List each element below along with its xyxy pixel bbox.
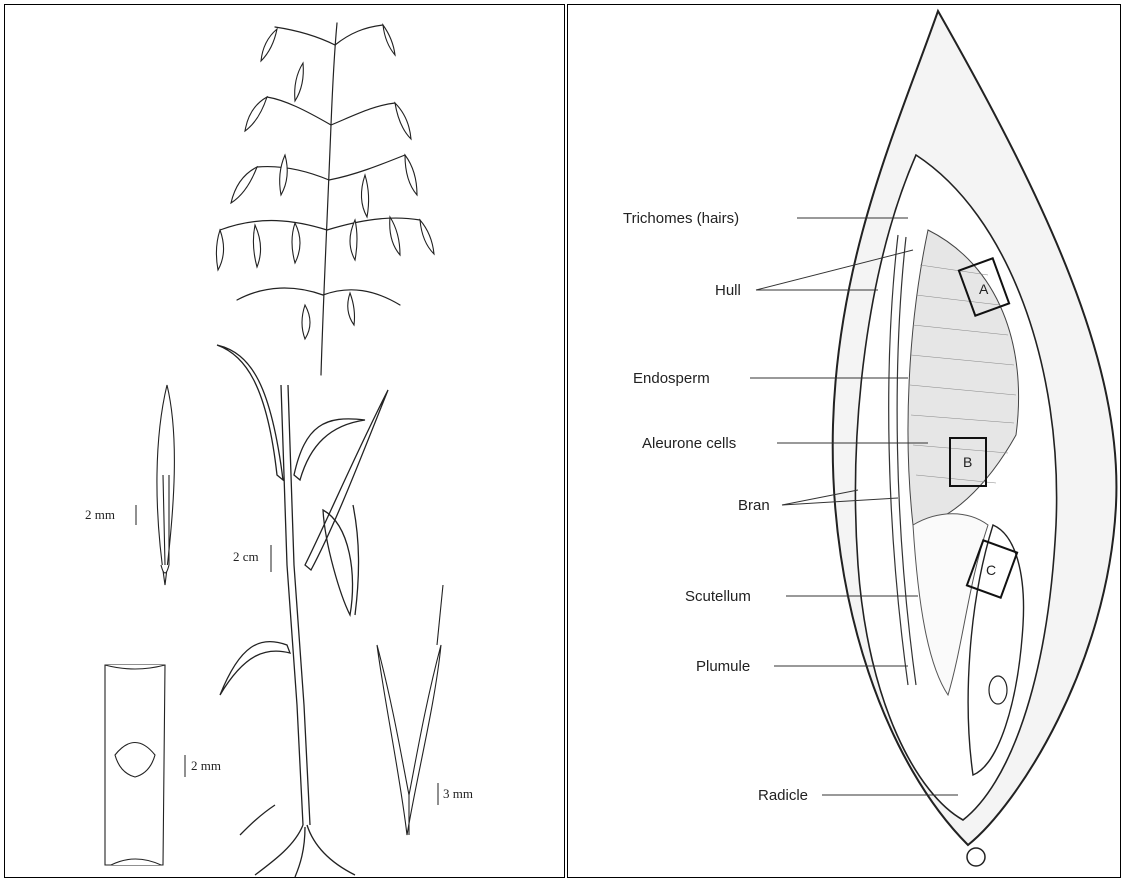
spikelets: [216, 25, 434, 339]
scale-label-ligule: 2 mm: [191, 758, 221, 773]
grain-base: [967, 848, 985, 866]
oat-grain-drawing: A B C Trichomes (hairs) Hull Endosperm A…: [568, 5, 1121, 879]
label-endosperm: Endosperm: [633, 370, 710, 387]
oat-plant-drawing: 2 mm 2 cm 2 mm 3 mm: [5, 5, 566, 879]
scale-label-plant: 2 cm: [233, 549, 259, 564]
scale-label-spikelet: 3 mm: [443, 786, 473, 801]
box-b-letter: B: [963, 454, 972, 470]
label-plumule: Plumule: [696, 658, 750, 675]
spikelet-detail: [377, 585, 443, 835]
culm-and-leaves: [217, 345, 388, 877]
label-hull: Hull: [715, 282, 741, 299]
box-a-letter: A: [979, 281, 989, 297]
label-aleurone-cells: Aleurone cells: [642, 435, 736, 452]
oat-grain-diagram-panel: A B C Trichomes (hairs) Hull Endosperm A…: [567, 4, 1121, 878]
scale-label-lemma: 2 mm: [85, 507, 115, 522]
oat-plant-illustration-panel: 2 mm 2 cm 2 mm 3 mm: [4, 4, 565, 878]
panicle: [220, 23, 420, 375]
label-scutellum: Scutellum: [685, 588, 751, 605]
label-radicle: Radicle: [758, 787, 808, 804]
label-bran: Bran: [738, 497, 770, 514]
floret-detail: [157, 385, 174, 585]
ligule-detail: [105, 665, 165, 865]
box-c-letter: C: [986, 562, 996, 578]
label-trichomes: Trichomes (hairs): [623, 210, 739, 227]
